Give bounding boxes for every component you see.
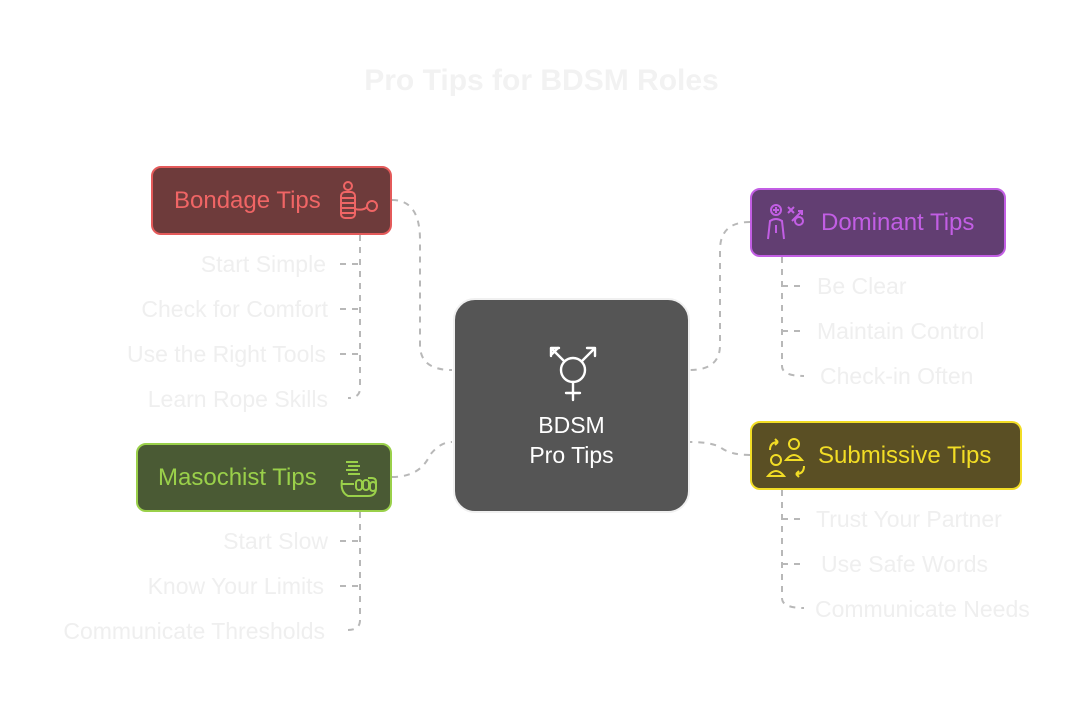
masochist-tip: Communicate Thresholds bbox=[63, 618, 325, 644]
dominant-tip: Maintain Control bbox=[817, 318, 985, 344]
bondage-tip: Use the Right Tools bbox=[126, 341, 326, 367]
people-exchange-icon bbox=[765, 436, 808, 485]
connector-dominant bbox=[689, 221, 751, 371]
center-title-line2: Pro Tips bbox=[529, 442, 614, 468]
bound-person-icon bbox=[337, 181, 381, 228]
diagram-title: Pro Tips for BDSM Roles bbox=[364, 64, 719, 97]
masochist-tips-node[interactable]: Masochist Tips bbox=[136, 443, 392, 512]
transgender-symbol-icon bbox=[543, 342, 603, 409]
submissive-tip: Use Safe Words bbox=[821, 551, 989, 577]
masochist-tip: Know Your Limits bbox=[147, 573, 324, 599]
masochist-tip: Start Slow bbox=[223, 528, 328, 554]
center-title-line1: BDSM bbox=[538, 412, 605, 438]
bondage-tip: Learn Rope Skills bbox=[147, 386, 328, 412]
connector-submissive bbox=[689, 441, 751, 456]
submissive-tips-node[interactable]: Submissive Tips bbox=[750, 421, 1022, 490]
masochist-tips-label: Masochist Tips bbox=[158, 463, 317, 491]
dominant-tip: Be Clear bbox=[817, 273, 907, 299]
hand-spring-icon bbox=[338, 458, 380, 507]
bondage-tip: Start Simple bbox=[200, 251, 326, 277]
bondage-tip: Check for Comfort bbox=[141, 296, 328, 322]
submissive-tip: Trust Your Partner bbox=[816, 506, 1002, 532]
bondage-tips-node[interactable]: Bondage Tips bbox=[151, 166, 392, 235]
dominant-tip: Check-in Often bbox=[820, 363, 974, 389]
spine-dominant bbox=[781, 257, 805, 377]
connector-masochist bbox=[391, 441, 453, 478]
submissive-tip: Communicate Needs bbox=[815, 596, 1030, 622]
dominant-tips-label: Dominant Tips bbox=[821, 208, 975, 236]
spine-submissive bbox=[781, 490, 805, 609]
spine-masochist bbox=[347, 512, 361, 631]
submissive-tips-label: Submissive Tips bbox=[818, 441, 992, 469]
connector-bondage bbox=[391, 199, 453, 371]
dominant-tips-node[interactable]: Dominant Tips bbox=[750, 188, 1006, 257]
center-node[interactable]: BDSM Pro Tips bbox=[453, 298, 690, 513]
bondage-tips-label: Bondage Tips bbox=[174, 186, 321, 214]
strategy-person-icon bbox=[766, 203, 806, 252]
spine-bondage bbox=[347, 235, 361, 399]
